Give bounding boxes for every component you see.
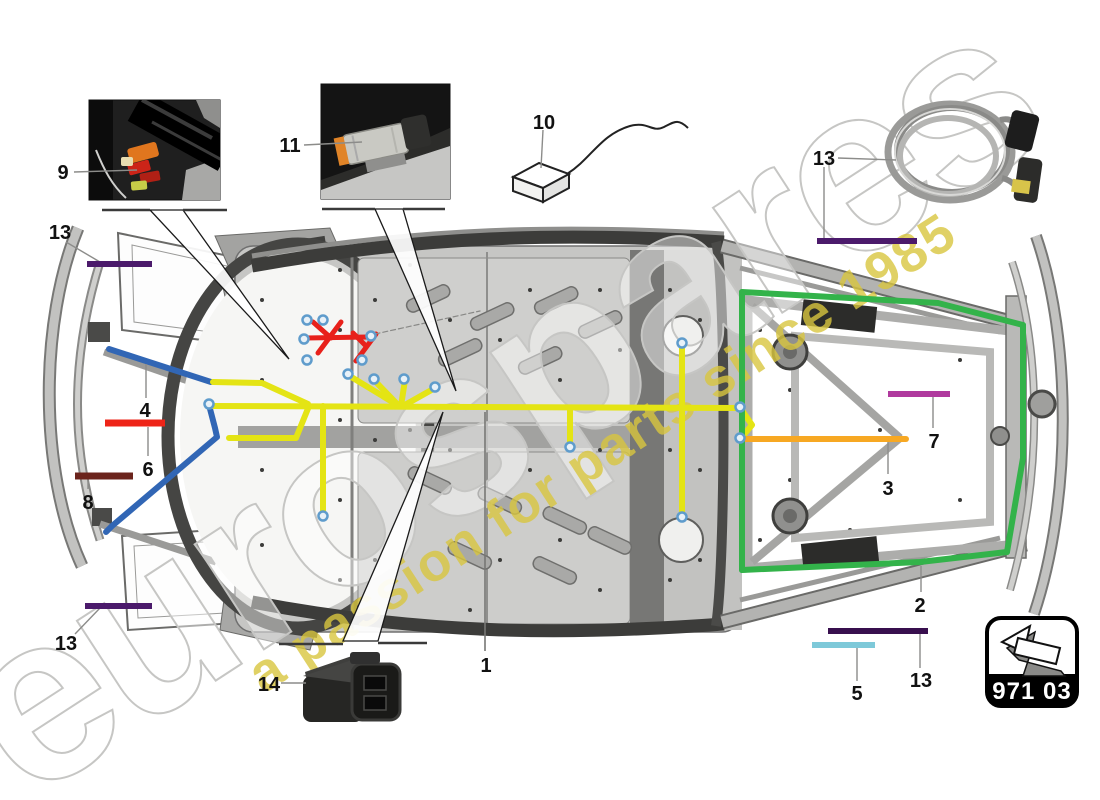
rear-bumper-arc	[1006, 234, 1069, 616]
connector-latch	[350, 652, 380, 664]
sensor-cap	[400, 114, 432, 150]
wiring-harnesses	[103, 289, 1026, 573]
callout-5[interactable]: 5	[851, 683, 862, 705]
harness-tape-yellow	[1011, 178, 1031, 195]
inset-relay-photo	[88, 99, 221, 201]
wedge-to-connector	[342, 411, 444, 642]
callout-pointers	[102, 207, 457, 646]
callout-brackets	[102, 207, 445, 646]
antenna-wire	[566, 120, 689, 175]
relay-red-1	[127, 159, 151, 176]
relay-yellowgreen	[130, 180, 148, 191]
pointer-lines	[65, 129, 934, 684]
front-bumper-arc	[42, 225, 112, 569]
inset-sensor-photo	[320, 83, 451, 200]
connector-photo	[303, 652, 402, 722]
callout-13-rear-right[interactable]: 13	[910, 670, 932, 692]
callout-3[interactable]: 3	[882, 478, 893, 500]
front-harness-blue	[103, 346, 220, 535]
reference-dashed-line	[374, 310, 481, 335]
callout-13-front-left[interactable]: 13	[49, 222, 71, 244]
connector-front-face	[350, 662, 402, 722]
callout-13-coil[interactable]: 13	[813, 148, 835, 170]
control-box-drawing	[510, 120, 689, 204]
direction-arrow-icon	[999, 623, 1067, 677]
connector-rings	[203, 314, 746, 523]
page-code-badge[interactable]: 971 03	[985, 616, 1079, 708]
callout-14[interactable]: 14	[258, 674, 281, 696]
page-code-text: 971 03	[992, 678, 1071, 705]
callout-10[interactable]: 10	[533, 112, 555, 134]
wedge-to-sensor	[373, 208, 457, 392]
relay-cream	[121, 157, 133, 166]
callout-6[interactable]: 6	[142, 459, 153, 481]
harness-connector-black	[1004, 110, 1040, 152]
callout-8[interactable]: 8	[82, 492, 93, 514]
color-swatches	[75, 238, 950, 648]
callout-1[interactable]: 1	[480, 655, 491, 677]
relay-red-2	[139, 170, 161, 184]
callout-4[interactable]: 4	[139, 400, 151, 422]
coiled-harness-photo	[884, 100, 1043, 204]
relay-orange	[127, 142, 159, 163]
callout-labels: 9 11 10 13 13 13 13 4 6 8 1 14 2 5 3 7	[49, 112, 940, 705]
wedge-to-relays	[148, 209, 290, 360]
callout-11[interactable]: 11	[279, 135, 300, 157]
callout-13-rear-left[interactable]: 13	[55, 633, 77, 655]
rear-loop-green	[739, 289, 1026, 573]
sensor-mount	[365, 153, 407, 173]
side-sills	[250, 226, 729, 638]
callout-9[interactable]: 9	[57, 162, 68, 184]
chassis-illustration	[42, 225, 1069, 651]
callout-wedges	[148, 208, 457, 642]
callout-2[interactable]: 2	[914, 595, 925, 617]
callout-7[interactable]: 7	[928, 431, 939, 453]
